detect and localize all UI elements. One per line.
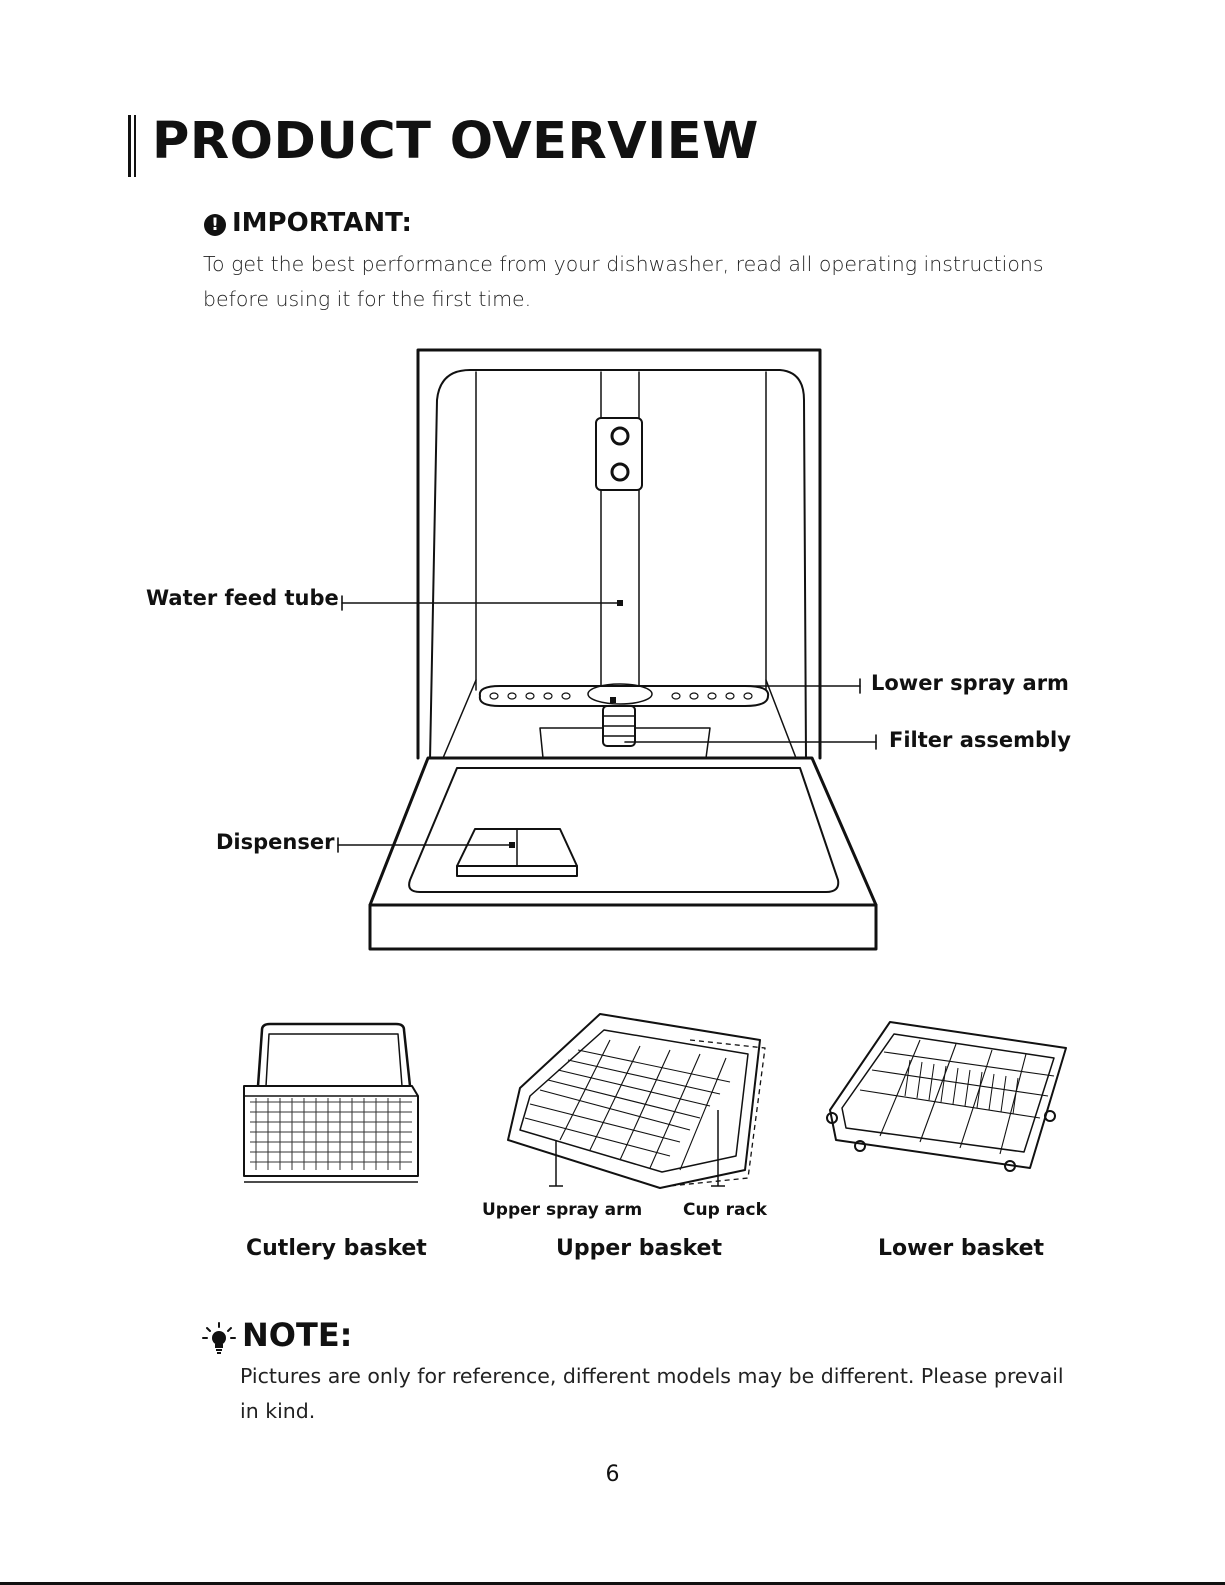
page-number: 6 — [605, 1462, 620, 1487]
title-accent-bar — [128, 115, 131, 177]
page-title: PRODUCT OVERVIEW — [152, 112, 759, 171]
caption-upper-basket: Upper basket — [556, 1236, 722, 1261]
label-filter-assembly: Filter assembly — [889, 728, 1071, 752]
label-dispenser: Dispenser — [216, 830, 335, 854]
exclamation-circle-icon: ! — [204, 214, 226, 236]
bottom-rule — [0, 1582, 1225, 1585]
lower-basket-image — [826, 1021, 1067, 1172]
caption-cutlery-basket: Cutlery basket — [246, 1236, 427, 1261]
label-cup-rack: Cup rack — [683, 1200, 767, 1220]
label-water-feed-tube: Water feed tube — [146, 586, 339, 610]
lightbulb-icon — [202, 1322, 236, 1354]
note-body: Pictures are only for reference, differe… — [240, 1364, 1064, 1423]
title-accent-bar-thin — [134, 115, 136, 177]
note-heading: NOTE: — [242, 1316, 353, 1354]
label-upper-spray-arm: Upper spray arm — [482, 1200, 643, 1220]
cutlery-basket-image — [243, 1022, 419, 1183]
caption-lower-basket: Lower basket — [878, 1236, 1045, 1261]
upper-basket-image — [507, 1013, 766, 1189]
label-lower-spray-arm: Lower spray arm — [871, 671, 1069, 695]
dishwasher-diagram — [337, 348, 878, 951]
accessories-illustrations — [243, 1013, 1067, 1189]
important-heading: IMPORTANT: — [232, 208, 412, 238]
important-body: To get the best performance from your di… — [203, 252, 1044, 311]
